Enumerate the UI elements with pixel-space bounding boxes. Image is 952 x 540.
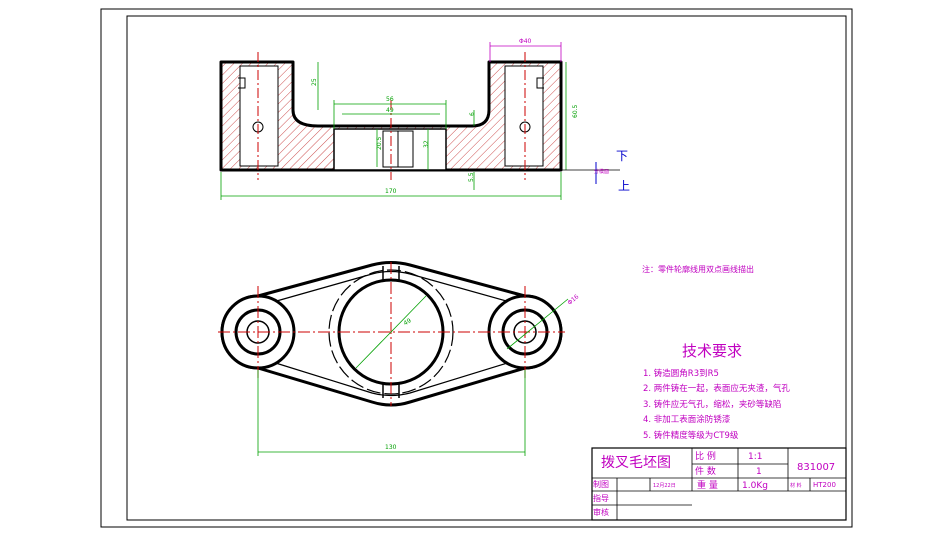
section-body	[219, 60, 563, 172]
part-name: 拨叉毛坯图	[601, 455, 671, 471]
drawing-number: 831007	[797, 462, 835, 473]
tech-title: 技术要求	[682, 342, 742, 360]
tech-requirements: 1. 铸造圆角R3到R5 2. 两件铸在一起，表面应无夹渣，气孔 3. 铸件应无…	[643, 368, 790, 441]
dim-bottom-offset: 5.5	[468, 172, 475, 182]
title-block: 拨叉毛坯图 比 例 1:1 件 数 1 831007 制图 12月22日 重 量…	[591, 447, 847, 521]
scale-value: 1:1	[748, 452, 762, 462]
plan-boss-diameter: Φ16	[566, 293, 580, 306]
dim-overall-length: 170	[385, 188, 397, 195]
dim-bore-width: 49	[386, 107, 394, 114]
tech-item: 1. 铸造圆角R3到R5	[643, 368, 719, 379]
weight-value: 1.0Kg	[742, 481, 768, 491]
plan-center-diameter: 49	[403, 317, 413, 327]
plan-length: 130	[385, 444, 397, 451]
guide-label: 指导	[593, 493, 609, 503]
scale-label: 比 例	[695, 450, 716, 462]
left-lug-window	[239, 65, 279, 167]
review-label: 审核	[593, 507, 609, 517]
dim-slot: 20.5	[376, 136, 383, 150]
plan-view: 49 Φ16 130	[218, 261, 580, 456]
tech-item: 3. 铸件应无气孔，缩松，夹砂等缺陷	[643, 399, 781, 410]
tech-item: 4. 非加工表面涂防锈漆	[643, 414, 731, 425]
dim-top-diameter: Φ40	[519, 38, 532, 45]
drawn-date: 12月22日	[653, 483, 676, 489]
bore-window	[333, 128, 447, 171]
drawn-label: 制图	[593, 479, 609, 489]
label-down: 下	[616, 149, 628, 163]
dim-height-left: 25	[311, 78, 318, 86]
tech-item: 5. 铸件精度等级为CT9级	[643, 430, 739, 441]
dim-overall-height: 60.5	[572, 104, 579, 118]
label-up: 上	[618, 179, 630, 193]
drawing-note: 注：零件轮廓线用双点画线描出	[642, 264, 754, 274]
weight-label: 重 量	[697, 479, 718, 491]
count-label: 件 数	[695, 465, 716, 477]
material-label: 材 料	[790, 482, 802, 489]
section-view: Φ40 25 60.5 56 49 32 20.5 6 5.5 170 分模面 …	[219, 38, 630, 200]
tech-item: 2. 两件铸在一起，表面应无夹渣，气孔	[643, 383, 790, 394]
outer-border	[100, 8, 853, 528]
count-value: 1	[756, 467, 762, 477]
dim-inner-width: 56	[386, 96, 394, 103]
material-value: HT200	[813, 481, 836, 489]
dim-small-offset: 6	[469, 112, 476, 116]
inner-border	[126, 15, 847, 521]
parting-tag: 分模面	[594, 168, 609, 175]
dim-bore-height: 32	[423, 140, 430, 148]
